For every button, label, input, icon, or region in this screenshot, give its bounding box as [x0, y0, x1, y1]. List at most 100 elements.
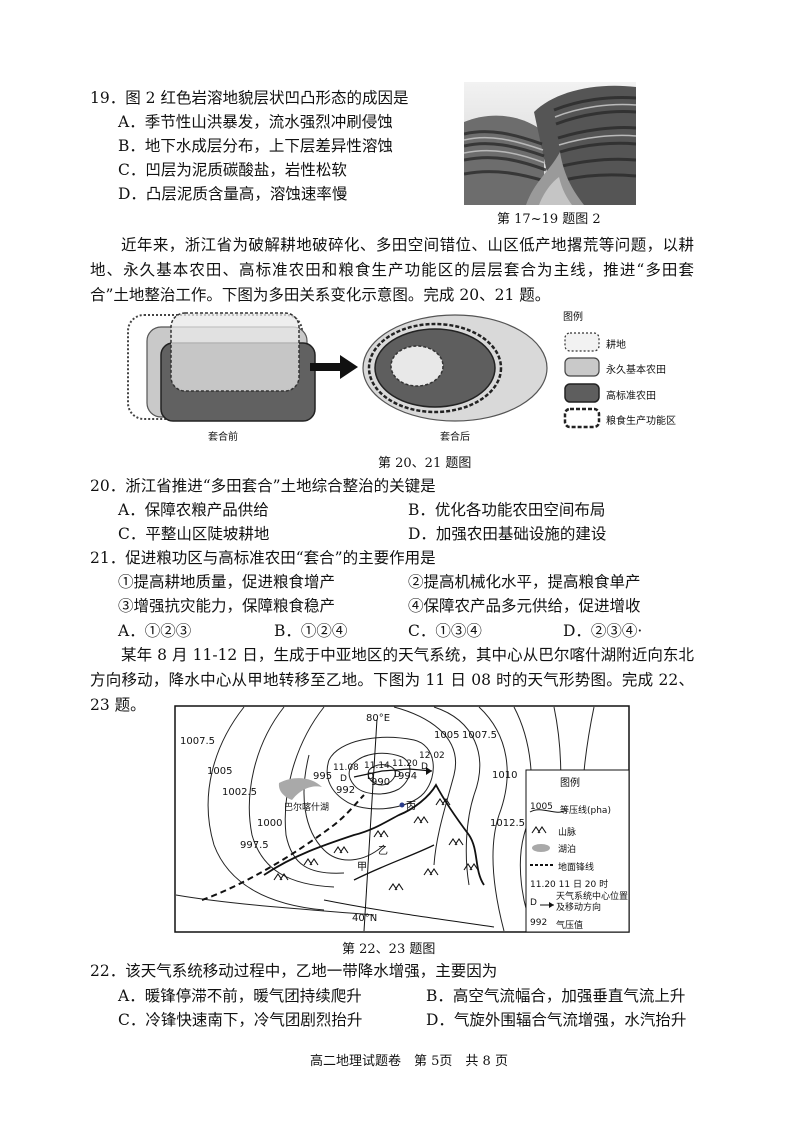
isobar-label-1002-5: 1002.5: [222, 787, 257, 798]
q22-option-a: A．暖锋停滞不前，暖气团持续爬升: [118, 987, 362, 1005]
fig1-legend-permanent: 永久基本农田: [606, 365, 666, 376]
isobar-1002-5: [284, 706, 345, 874]
fig1-before-label: 套合前: [208, 432, 238, 443]
passage-multi-field: 近年来，浙江省为破解耕地破碎化、多田空间错位、山区低产地撂荒等问题，以耕地、永久…: [90, 236, 694, 304]
isobar-label-997-5: 997.5: [240, 840, 269, 851]
isobar-label-1005-west: 1005: [207, 766, 233, 777]
track-arrow-icon: [426, 767, 432, 775]
isobar-label-1010: 1010: [492, 770, 518, 781]
isobar-south: [175, 894, 375, 916]
center-label-1120: 11.20: [392, 759, 418, 769]
q20-option-a: A．保障农粮产品供给: [118, 501, 269, 519]
legend-swatch-cultivated: [564, 332, 600, 352]
isobar-label-994: 994: [398, 771, 418, 782]
isobar-label-990: 990: [371, 777, 391, 788]
q20-option-b: B．优化各功能农田空间布局: [408, 501, 606, 519]
q21-item-2: ②提高机械化水平，提高粮食单产: [408, 573, 641, 591]
center-label-1202: 12.02: [419, 751, 445, 761]
isobar-label-995: 995: [313, 771, 333, 782]
place-jia: 甲: [357, 862, 367, 873]
fig1-after-label: 套合后: [440, 432, 470, 443]
isobar-east-b: [433, 706, 481, 886]
q21-stem: 21．促进粮功区与高标准农田“套合”的主要作用是: [90, 549, 436, 567]
isobar-label-1005-east: 1005: [434, 730, 460, 741]
q19-option-c: C．凹层为泥质碳酸盐，岩性松软: [118, 161, 347, 179]
center-label-1114: 11.14: [364, 761, 390, 771]
q21-option-b: B．①②④: [274, 622, 348, 640]
q21-item-1: ①提高耕地质量，促进粮食增产: [118, 573, 336, 591]
center-sym-3: D: [394, 770, 401, 780]
page-footer: 高二地理试题卷 第 5页 共 8 页: [310, 1054, 508, 1069]
passage-weather-system: 某年 8 月 11-12 日，生成于中亚地区的天气系统，其中心从巴尔喀什湖附近向…: [90, 646, 694, 714]
isobar-label-1000: 1000: [257, 818, 283, 829]
q21-item-4: ④保障农产品多元供给，促进增收: [408, 597, 641, 615]
balkhash-lake: [278, 778, 322, 800]
isobar-1005-east: [478, 706, 508, 932]
q20-stem: 20．浙江省推进“多田套合”土地综合整治的关键是: [90, 477, 436, 495]
legend-swatch-grain-zone: [563, 407, 601, 429]
place-bing: 丙: [406, 801, 416, 812]
legend-swatch-permanent: [564, 357, 600, 377]
legend-swatch-high-standard: [564, 383, 600, 403]
bing-point: [399, 802, 405, 808]
fig1-legend-high-standard: 高标准农田: [606, 391, 656, 402]
isobar-995: [348, 752, 411, 795]
legend-isobar: 等压线(pha): [560, 806, 611, 816]
place-yi: 乙: [378, 846, 388, 857]
legend-time-example: 11.20 11 日 20 时: [530, 880, 609, 890]
isobar-997-5: [326, 736, 434, 810]
lake-label: 巴尔喀什湖: [284, 803, 330, 813]
center-sym-4: D: [421, 762, 428, 772]
map-caption: 第 22、23 题图: [342, 942, 436, 957]
legend-mountain: 山脉: [558, 828, 577, 838]
isobar-label-1007-5-west: 1007.5: [180, 736, 215, 747]
legend-isobar-value: 1005: [530, 802, 553, 812]
isobar-992: [367, 764, 396, 786]
parallel-40n: [323, 899, 495, 928]
mountain-symbols: [273, 798, 479, 891]
cultivated-land-after: [390, 345, 444, 387]
center-label-1108: 11.08: [333, 763, 359, 773]
center-sym-1: D: [340, 774, 347, 784]
map-legend-title: 图例: [560, 778, 580, 789]
q22-option-b: B．高空气流幅合，加强垂直气流上升: [426, 987, 686, 1005]
q22-option-d: D．气旋外围辐合气流增强，水汽抬升: [426, 1011, 687, 1029]
legend-pressure: 气压值: [556, 921, 584, 931]
q19-stem: 19．图 2 红色岩溶地貌层状凹凸形态的成因是: [90, 89, 409, 107]
isobar-1007-5-east: [513, 706, 535, 932]
karst-photo: [463, 82, 637, 205]
fig1-caption: 第 20、21 题图: [378, 456, 472, 471]
q20-option-d: D．加强农田基础设施的建设: [408, 525, 607, 543]
q22-option-c: C．冷锋快速南下，冷气团剧烈抬升: [118, 1011, 363, 1029]
fig1-legend-cultivated: 耕地: [606, 340, 626, 351]
legend-center-sym: D: [530, 898, 537, 908]
q19-option-b: B．地下水成层分布，上下层差异性溶蚀: [118, 137, 393, 155]
q20-option-c: C．平整山区陡坡耕地: [118, 525, 270, 543]
q19-option-d: D．凸层泥质含量高，溶蚀速率慢: [118, 185, 348, 203]
weather-map: [174, 705, 630, 933]
meridian-80e: [363, 718, 378, 932]
isobar-label-1007-5-east: 1007.5: [462, 730, 497, 741]
isobar-1005-west: [248, 706, 335, 888]
fig1-legend-title: 图例: [563, 312, 583, 323]
field-overlay-diagram: [125, 305, 705, 445]
q19-option-a: A．季节性山洪暴发，流水强烈冲刷侵蚀: [118, 113, 393, 131]
fig1-legend-grain-zone: 粮食生产功能区: [606, 416, 676, 427]
legend-lake: 湖泊: [558, 845, 577, 855]
legend-pressure-example: 992: [530, 918, 548, 928]
system-track: [353, 768, 433, 778]
photo-caption: 第 17~19 题图 2: [497, 212, 601, 227]
q22-stem: 22．该天气系统移动过程中，乙地一带降水增强，主要因为: [90, 962, 498, 980]
legend-front: 地面锋线: [558, 863, 595, 873]
arrow-icon: [310, 355, 358, 379]
isobar-label-992: 992: [336, 785, 356, 796]
isobar-1007-5-west: [207, 706, 325, 911]
cultivated-land-before: [170, 312, 300, 392]
surface-front-line: [201, 794, 365, 901]
isobar-east-a: [393, 706, 457, 866]
grain-zone-after: [367, 322, 503, 414]
legend-center-track: 天气系统中心位置及移动方向: [556, 892, 629, 913]
meridian-label: 80°E: [366, 713, 391, 724]
q21-option-a: A．①②③: [118, 622, 192, 640]
q21-option-d: D．②③④·: [563, 622, 643, 640]
